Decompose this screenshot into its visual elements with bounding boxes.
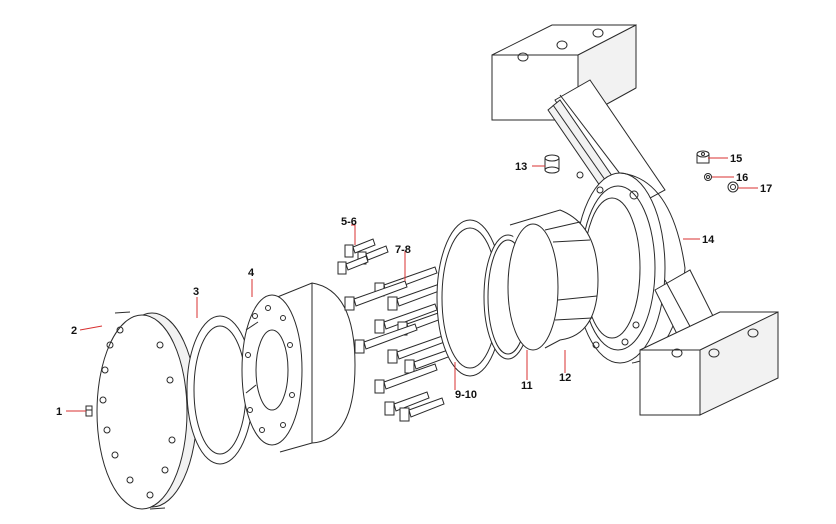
part-14-frame [491,24,779,416]
part-1-screw [85,405,93,417]
callout-2: 2 [71,325,77,337]
callout-12: 12 [559,372,571,384]
callout-11: 11 [521,380,533,392]
callout-14: 14 [702,234,715,246]
part-17-washer [727,181,739,193]
part-12-bearing [507,209,599,351]
callout-15: 15 [730,153,742,165]
part-13-bushing [544,154,560,174]
callout-13: 13 [515,161,527,173]
part-3-gasket [186,315,254,465]
callout-7-8: 7-8 [395,244,411,256]
callout-9-10: 9-10 [455,389,477,401]
callout-17: 17 [760,183,772,195]
part-16-nut [704,173,712,181]
part-5-6-bolts [337,238,389,275]
callout-16: 16 [736,172,748,184]
leader-lines [66,157,758,412]
part-2-cover-plate [96,311,198,510]
callout-3: 3 [193,286,199,298]
callout-4: 4 [248,267,255,279]
part-15-sleeve [696,150,710,164]
callout-5-6: 5-6 [341,216,357,228]
callout-labels: 1 2 3 4 5-6 7-8 9-10 11 12 13 14 15 16 1… [56,153,772,418]
part-4-flange-hub [241,282,356,453]
callout-1: 1 [56,406,62,418]
